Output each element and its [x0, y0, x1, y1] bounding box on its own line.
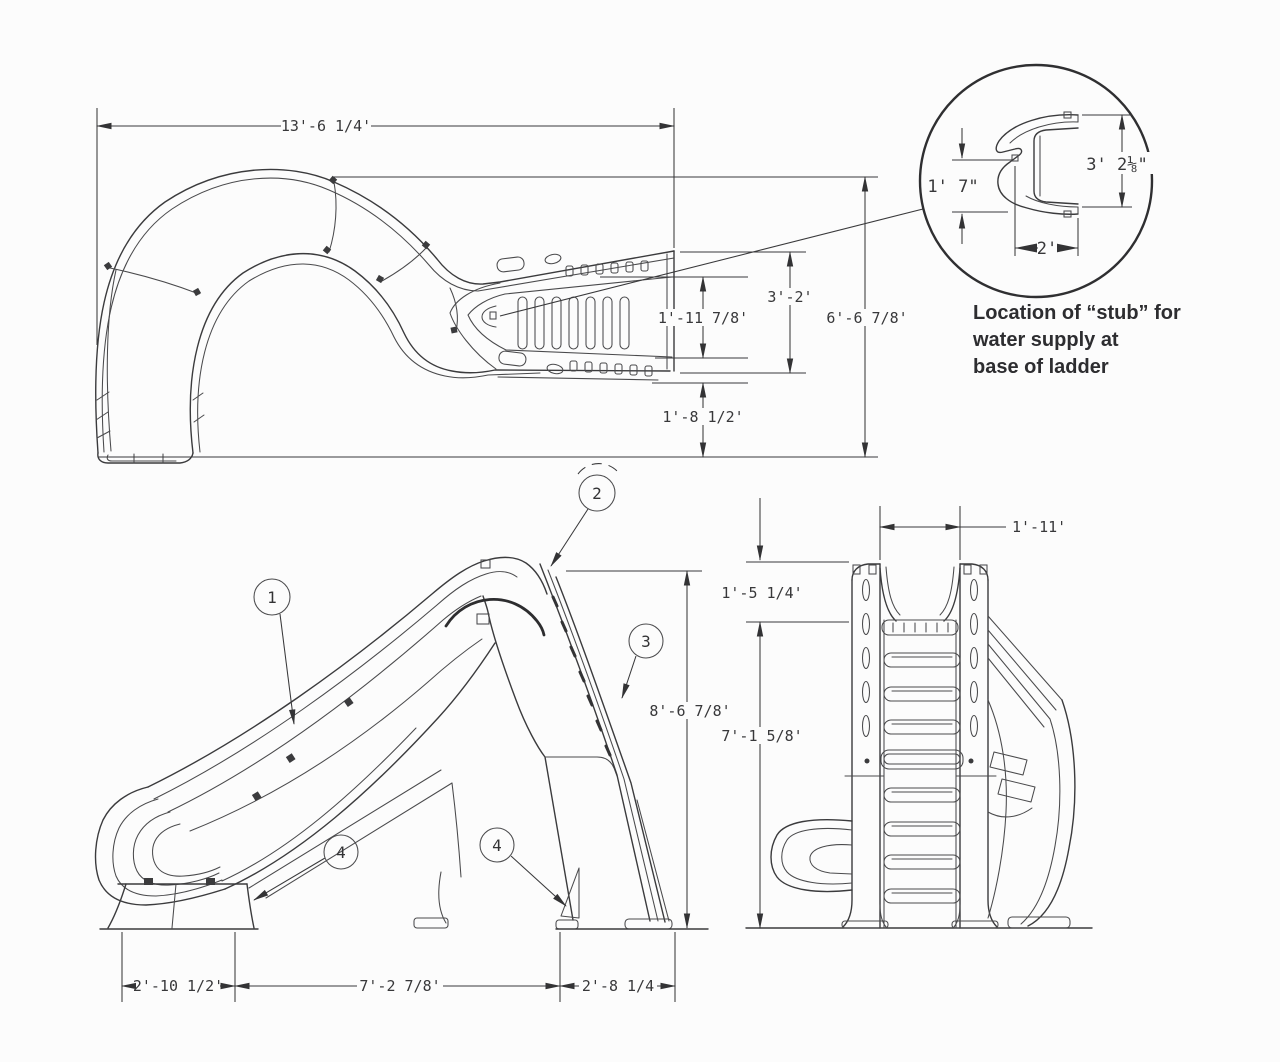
- side-view-drawing: [94, 556, 709, 930]
- rear-view-dimensions: 1'-11' 1'-5 1/4' 7'-1 5/8': [721, 498, 1066, 929]
- stub-caption-line-1: Location of “stub” for: [973, 302, 1181, 324]
- dim-ladder-base-width: 2'-8 1/4: [582, 977, 654, 995]
- dim-stub-width: 2': [1037, 239, 1057, 259]
- rear-ladder-rungs: [880, 652, 964, 904]
- dim-exit-base-width: 2'-10 1/2': [133, 977, 223, 995]
- callout-circle-2: [578, 474, 616, 512]
- callout-1-label: 1: [267, 588, 277, 607]
- top-view-drawing: [94, 168, 675, 464]
- slide-direction-swoosh: [444, 598, 546, 637]
- dim-ladder-width-plan: 1'-11 7/8': [658, 309, 748, 327]
- rear-rail-slots: [861, 578, 979, 738]
- stub-caption: Location of “stub” for water supply at b…: [973, 300, 1233, 381]
- top-view-dimensions: 13'-6 1/4' 6'-6 7/8' 3'-2' 1'-11 7/8' 1'…: [96, 108, 911, 458]
- stub-detail-view: 3' 2⅛" 1' 7" 2': [499, 63, 1156, 317]
- rear-view-drawing: [745, 563, 1093, 929]
- dim-base-height: 1'-8 1/2': [662, 408, 743, 426]
- callout-circle-4-left: [323, 834, 359, 870]
- ladder-rail-slots-side: [551, 595, 612, 757]
- detail-circle: [918, 63, 1154, 299]
- dim-mid-span: 7'-2 7/8': [359, 977, 440, 995]
- callout-4-right-label: 4: [492, 836, 502, 855]
- dim-platform-height: 7'-1 5/8': [721, 727, 802, 745]
- stub-caption-line-3: base of ladder: [973, 356, 1109, 378]
- stub-caption-line-2: water supply at: [973, 329, 1119, 351]
- side-view-callouts: 1 2 3 4 4: [253, 463, 664, 907]
- ladder-gusset: [560, 867, 580, 919]
- callout-4-left-label: 4: [336, 843, 346, 862]
- dim-overall-height: 6'-6 7/8': [826, 309, 907, 327]
- callout-circle-1: [253, 578, 291, 616]
- dim-side-overall-height: 8'-6 7/8': [649, 702, 730, 720]
- callout-3-label: 3: [641, 632, 651, 651]
- dim-overall-length: 13'-6 1/4': [281, 117, 371, 135]
- callout-circle-4-right: [479, 827, 515, 863]
- side-view-dimensions: 8'-6 7/8' 2'-10 1/2' 7'-2 7/8' 2'-8 1/4: [121, 570, 733, 1002]
- callout-2-label: 2: [592, 484, 602, 503]
- ladder-rungs-plan: [517, 296, 630, 350]
- dim-platform-width: 3'-2': [767, 288, 812, 306]
- dim-stub-height: 3' 2⅛": [1086, 155, 1147, 175]
- dim-rear-ladder-width: 1'-11': [1012, 518, 1066, 536]
- dim-handrail-height: 1'-5 1/4': [721, 584, 802, 602]
- water-stub-plan: [481, 305, 497, 328]
- callout-circle-3: [628, 623, 664, 659]
- dim-stub-offset: 1' 7": [927, 177, 978, 197]
- detail-leader-line: [499, 208, 924, 317]
- rail-slots-plan: [565, 260, 653, 377]
